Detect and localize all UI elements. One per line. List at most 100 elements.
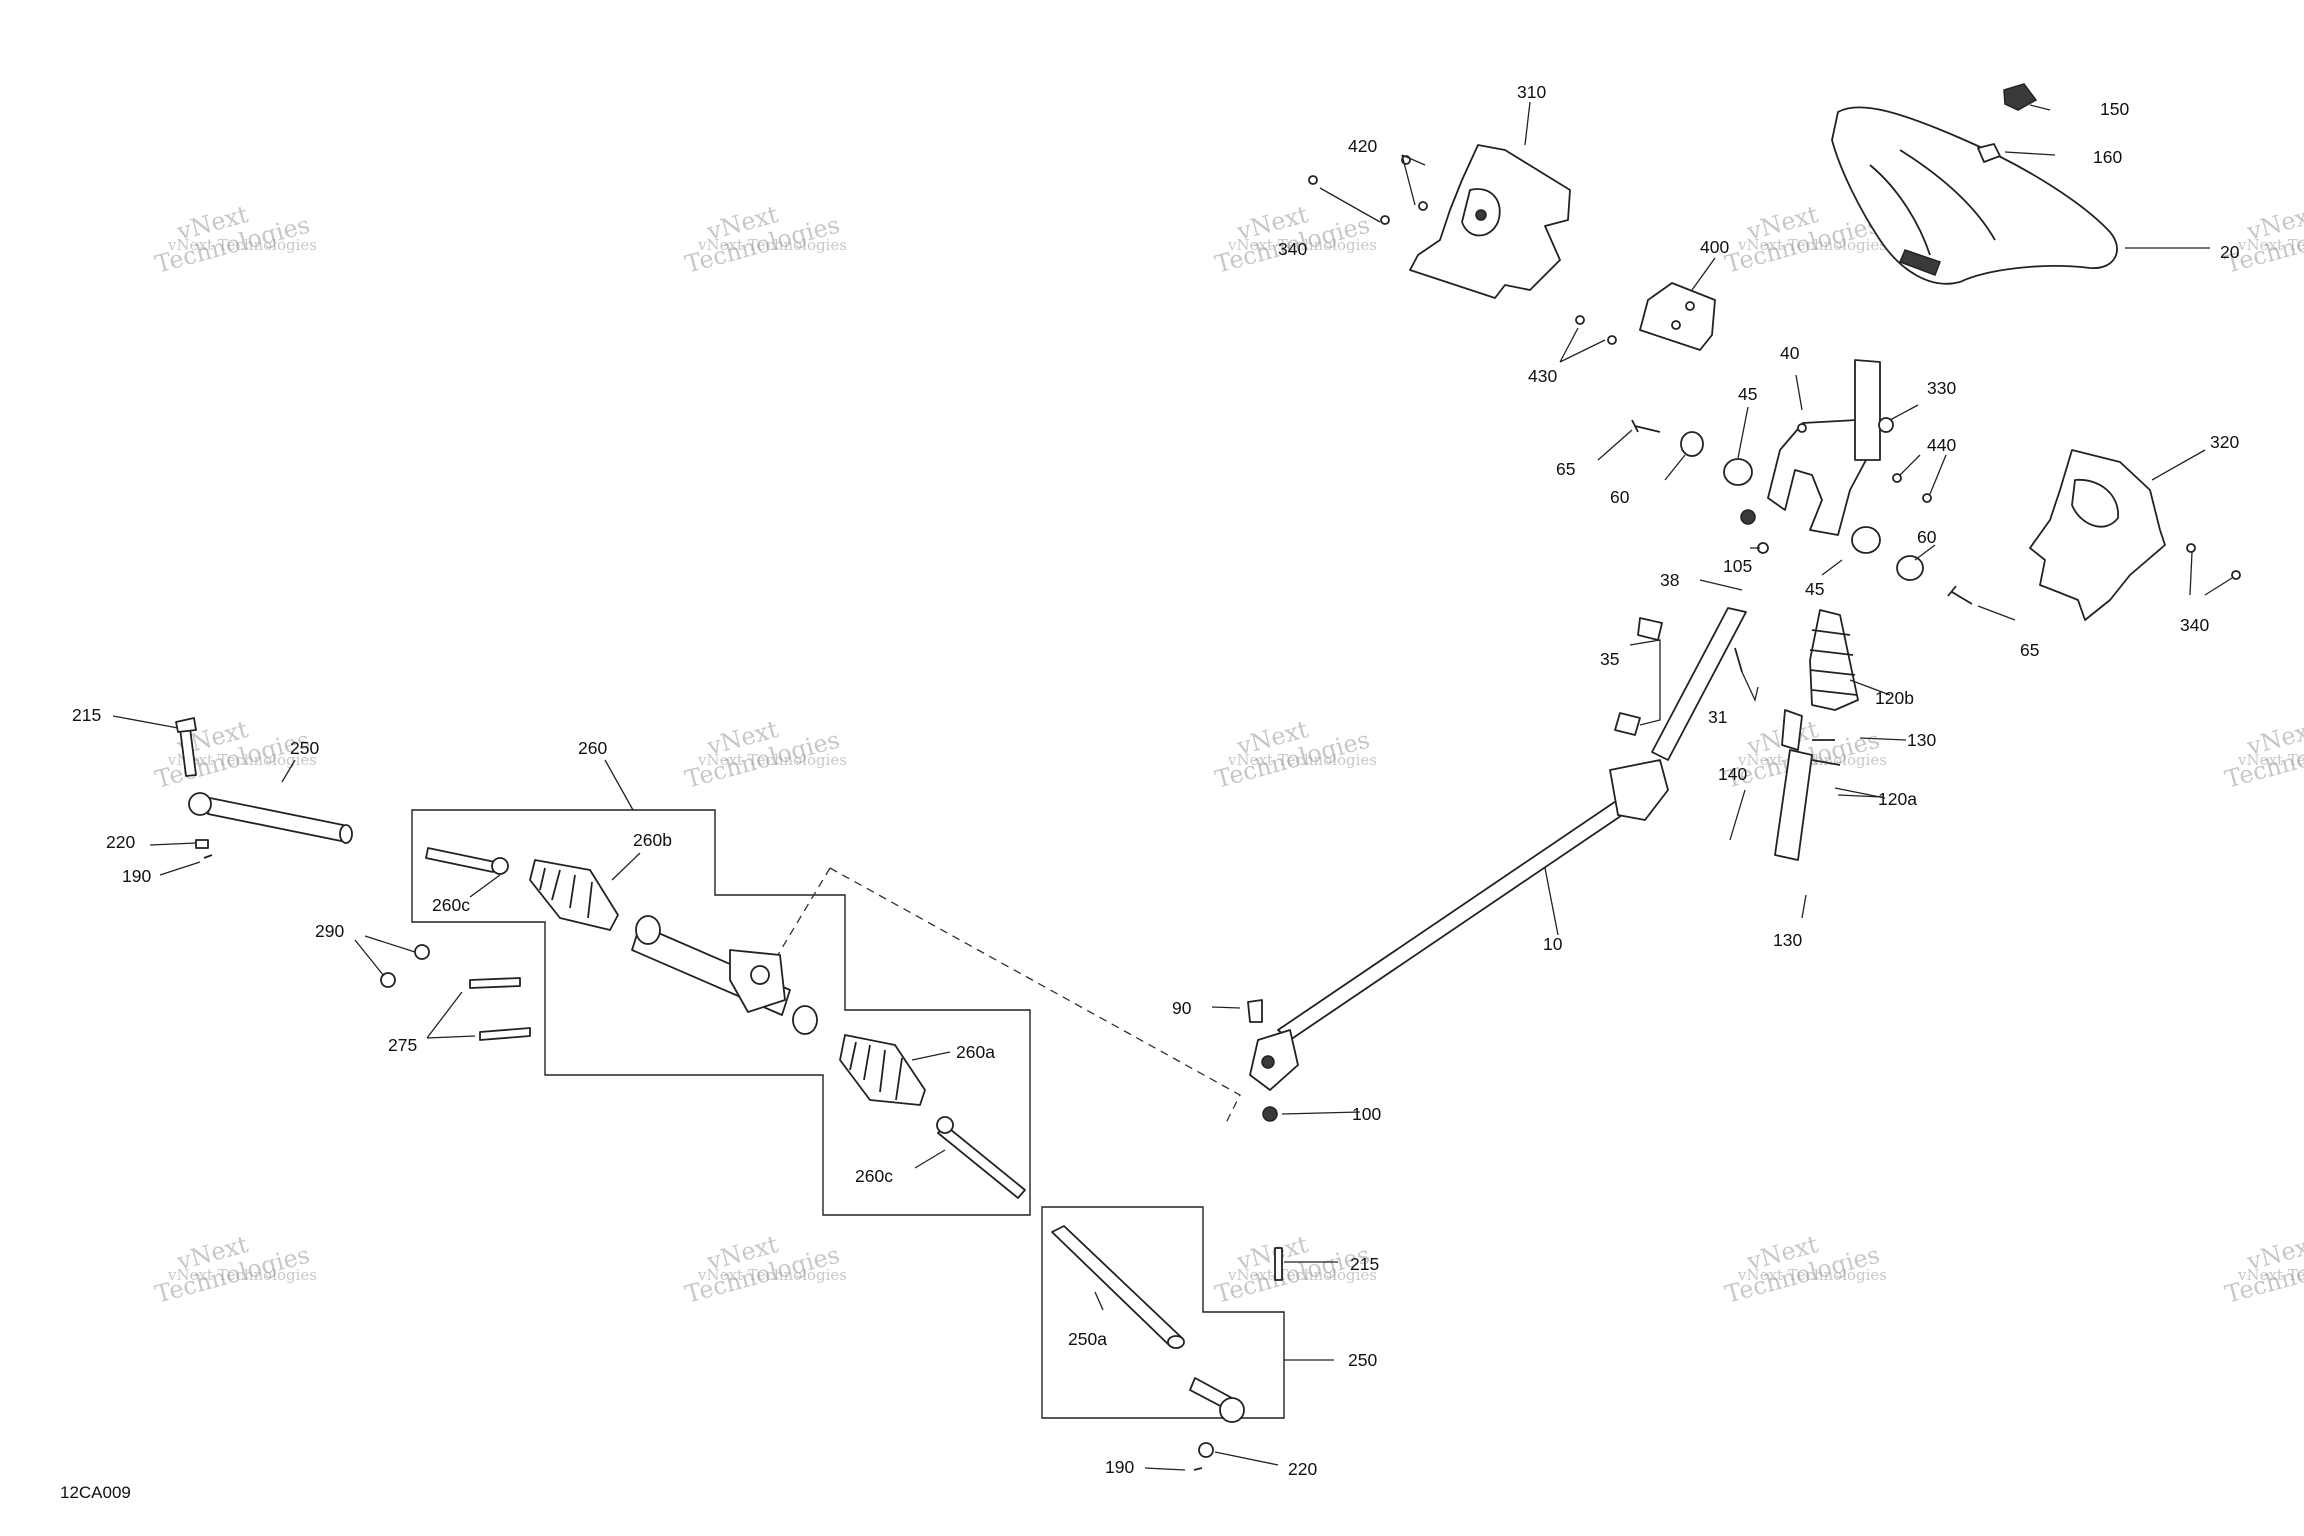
pinch-nut <box>1262 1106 1278 1122</box>
callout-260b: 260b <box>633 830 672 850</box>
callout-10: 10 <box>1543 934 1563 954</box>
callout-90: 90 <box>1172 998 1192 1018</box>
svg-text:vNext Technologies: vNext Technologies <box>2237 751 2304 769</box>
callout-260a: 260a <box>956 1042 995 1062</box>
callout-35: 35 <box>1600 649 1619 669</box>
callout-440: 440 <box>1927 435 1956 455</box>
callout-190-right: 190 <box>1105 1457 1134 1477</box>
tie-rod-nut <box>1198 1442 1214 1458</box>
steering-wheel <box>1831 106 2118 285</box>
mount-bolt <box>479 1027 531 1041</box>
bolt <box>1947 585 1973 605</box>
column-support <box>1767 359 1881 536</box>
callout-150: 150 <box>2100 99 2129 119</box>
intermediate-shaft <box>1249 759 1669 1091</box>
svg-text:vNext Technologies: vNext Technologies <box>2237 236 2304 254</box>
callout-130-lower: 130 <box>1773 930 1802 950</box>
figure-id: 12CA009 <box>60 1483 131 1502</box>
callout-160: 160 <box>2093 147 2122 167</box>
screw <box>1892 473 1902 483</box>
callout-260c-left: 260c <box>432 895 470 915</box>
callout-310: 310 <box>1517 82 1546 102</box>
callout-120b: 120b <box>1875 688 1914 708</box>
pinch-bolt <box>1247 999 1263 1023</box>
screw <box>1922 493 1932 503</box>
callout-labels: 310 420 340 150 160 20 400 430 40 330 45… <box>72 82 2240 1479</box>
svg-text:vNext Technologies: vNext Technologies <box>167 236 317 254</box>
callout-290: 290 <box>315 921 344 941</box>
mount-nut <box>380 972 396 988</box>
svg-text:vNext Technologies: vNext Technologies <box>1737 236 1887 254</box>
tie-rod-end <box>1189 1377 1245 1423</box>
nut <box>1740 509 1756 525</box>
upper-steering-shaft <box>1614 607 1747 761</box>
callout-260c-right: 260c <box>855 1166 893 1186</box>
bushing <box>1723 458 1753 486</box>
callout-340-upper: 340 <box>1278 239 1307 259</box>
screw <box>1380 215 1390 225</box>
callout-31: 31 <box>1708 707 1727 727</box>
callout-130-upper: 130 <box>1907 730 1936 750</box>
watermark: vNext Technologies vNext Technologies <box>152 1230 317 1309</box>
leader-lines <box>112 101 2233 1471</box>
callout-420: 420 <box>1348 136 1377 156</box>
callout-120a: 120a <box>1878 789 1917 809</box>
svg-text:vNext Technologies: vNext Technologies <box>167 1266 317 1284</box>
callout-45-lower: 45 <box>1805 579 1824 599</box>
callout-260: 260 <box>578 738 607 758</box>
callout-38: 38 <box>1660 570 1679 590</box>
bolt <box>1631 419 1661 433</box>
callout-100: 100 <box>1352 1104 1381 1124</box>
callout-65-lower: 65 <box>2020 640 2039 660</box>
callout-45-upper: 45 <box>1738 384 1757 404</box>
upper-cover-left <box>1409 144 1571 299</box>
watermark: vNext Technologies vNext Technologies <box>2222 715 2304 794</box>
watermark: vNext Technologies vNext Technologies <box>1722 1230 1887 1309</box>
callout-105: 105 <box>1723 556 1752 576</box>
callout-330: 330 <box>1927 378 1956 398</box>
svg-text:vNext Technologies: vNext Technologies <box>1227 1266 1377 1284</box>
callout-190-left: 190 <box>122 866 151 886</box>
svg-text:vNext Technologies: vNext Technologies <box>1227 751 1377 769</box>
watermark: vNext Technologies vNext Technologies <box>152 200 317 279</box>
mount-bolt <box>469 977 521 989</box>
watermark: vNext Technologies vNext Technologies <box>682 1230 847 1309</box>
callout-40: 40 <box>1780 343 1800 363</box>
inner-tie-rod-260c <box>425 847 509 875</box>
wheel-nut <box>1977 143 2001 163</box>
screw <box>1575 315 1585 325</box>
svg-text:vNext Technologies: vNext Technologies <box>1737 1266 1887 1284</box>
lower-column-tube <box>1774 709 1841 861</box>
rack-assembly-outline <box>411 809 1031 1216</box>
rack-to-shaft-dashed-line <box>769 867 1241 1126</box>
callout-340-lower: 340 <box>2180 615 2209 635</box>
svg-text:vNext Technologies: vNext Technologies <box>167 751 317 769</box>
callout-60-upper: 60 <box>1610 487 1630 507</box>
watermark: vNext Technologies vNext Technologies <box>682 715 847 794</box>
nut <box>1878 417 1894 433</box>
screw <box>2186 543 2196 553</box>
steering-rack <box>631 915 818 1035</box>
lower-cover-right <box>2029 449 2166 621</box>
svg-text:vNext Technologies: vNext Technologies <box>697 751 847 769</box>
inner-tie-rod-260c-right <box>936 1116 1026 1199</box>
bracket <box>1639 282 1716 351</box>
watermark-layer: vNext Technologies vNext Technologies vN… <box>152 200 2304 1309</box>
svg-text:vNext Technologies: vNext Technologies <box>697 236 847 254</box>
svg-text:vNext Technologies: vNext Technologies <box>2237 1266 2304 1284</box>
bushing <box>1680 431 1704 457</box>
horn-cap <box>2003 83 2038 111</box>
watermark: vNext Technologies vNext Technologies <box>2222 200 2304 279</box>
watermark: vNext Technologies vNext Technologies <box>682 200 847 279</box>
tie-rod-bolt <box>1274 1247 1283 1281</box>
watermark: vNext Technologies vNext Technologies <box>2222 1230 2304 1309</box>
bushing <box>1851 526 1881 554</box>
callout-275: 275 <box>388 1035 417 1055</box>
callout-250-right: 250 <box>1348 1350 1377 1370</box>
callout-220-right: 220 <box>1288 1459 1317 1479</box>
screw <box>1418 201 1428 211</box>
watermark: vNext Technologies vNext Technologies <box>1212 200 1377 279</box>
bushing <box>1896 555 1924 581</box>
boot-260b <box>529 859 619 931</box>
